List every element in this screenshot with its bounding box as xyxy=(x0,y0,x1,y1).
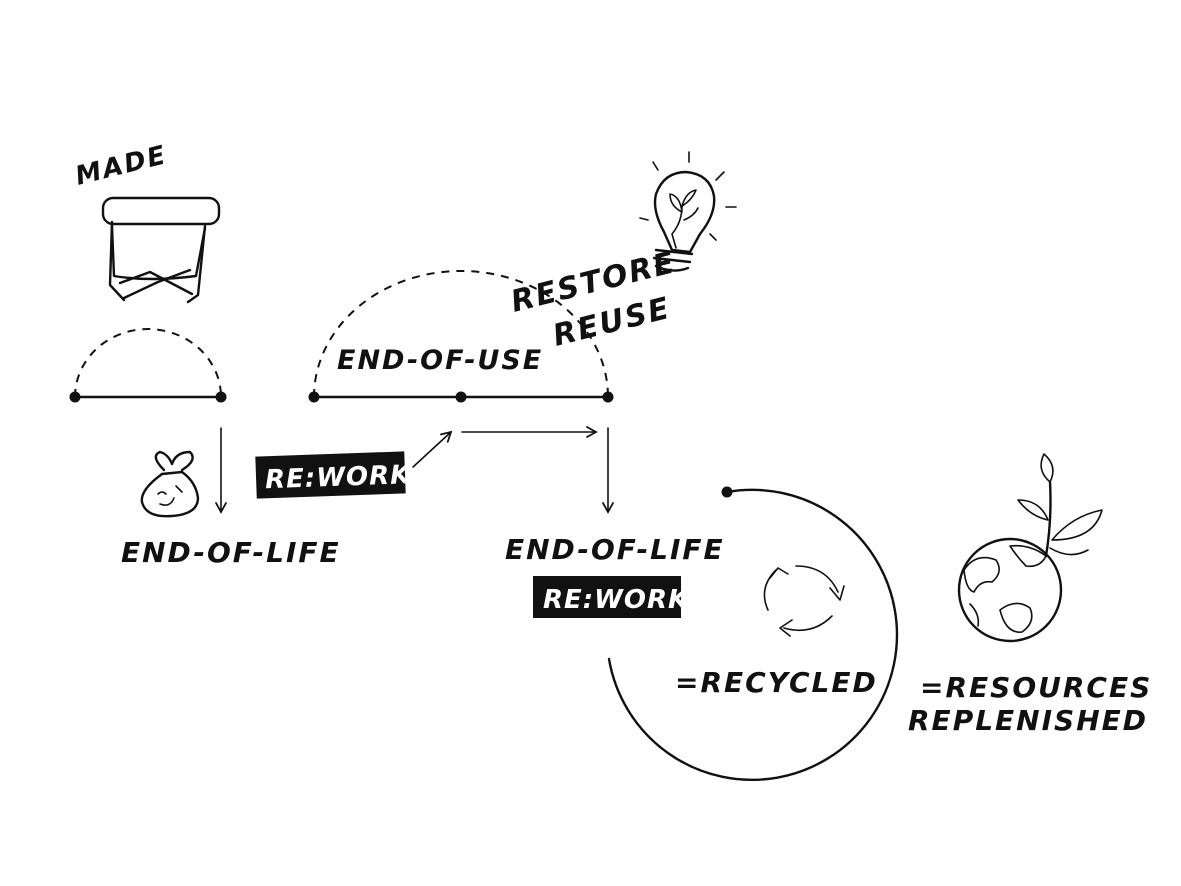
timeline-node-use-mid xyxy=(455,391,467,403)
timeline-node-use-start xyxy=(308,391,320,403)
arrow-rework-to-reuse xyxy=(412,430,453,468)
timeline-node-made-end xyxy=(215,391,227,403)
recycle-arrows-icon xyxy=(763,565,845,637)
stool-icon xyxy=(101,196,221,304)
end-of-use-label: END-OF-USE xyxy=(337,345,543,376)
rework-tag-left: RE:WORK xyxy=(255,451,413,499)
end-of-life-left-label: END-OF-LIFE xyxy=(121,536,341,569)
rework-tag-right: RE:WORK xyxy=(533,576,690,618)
rework-tag-left-text: RE:WORK xyxy=(265,460,413,495)
timeline-node-start xyxy=(69,391,81,403)
globe-sprout-icon xyxy=(957,453,1103,643)
end-of-life-right-label: END-OF-LIFE xyxy=(505,533,725,566)
trash-bag-icon xyxy=(140,450,200,518)
rework-tag-right-text: RE:WORK xyxy=(543,585,690,615)
made-label: MADE xyxy=(72,140,170,192)
lightbulb-plant-icon xyxy=(639,151,737,272)
timeline-node-use-end xyxy=(602,391,614,403)
recycling-loop xyxy=(607,488,899,781)
resources-label-line1: =RESOURCES xyxy=(920,671,1152,704)
made-dashed-arc xyxy=(74,328,222,398)
resources-label-line2: REPLENISHED xyxy=(908,704,1148,737)
recycling-loop-node xyxy=(721,486,733,498)
recycled-label: =RECYCLED xyxy=(675,666,878,699)
use-dashed-arc xyxy=(313,270,609,398)
